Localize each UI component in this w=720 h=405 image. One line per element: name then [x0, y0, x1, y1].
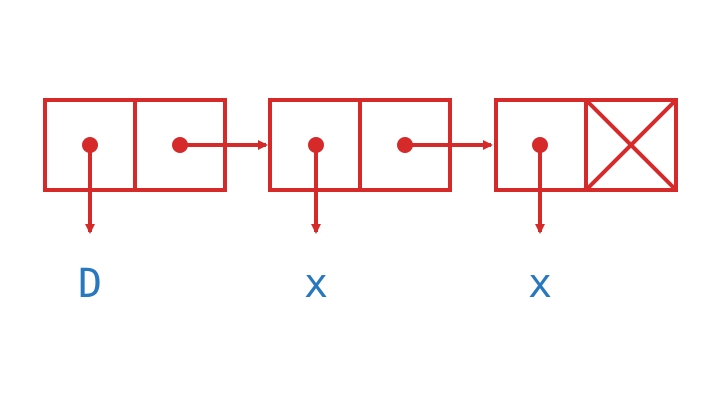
nil-cross-icon: [584, 98, 678, 192]
cons-cell-1: D: [43, 98, 268, 307]
cons-cell-2: x: [268, 98, 493, 307]
cdr-box-3: [584, 98, 678, 192]
car-label-3: x: [528, 261, 552, 307]
cons-cell-3: x: [494, 98, 678, 307]
car-label-2: x: [304, 261, 328, 307]
car-label-1: D: [78, 261, 102, 307]
